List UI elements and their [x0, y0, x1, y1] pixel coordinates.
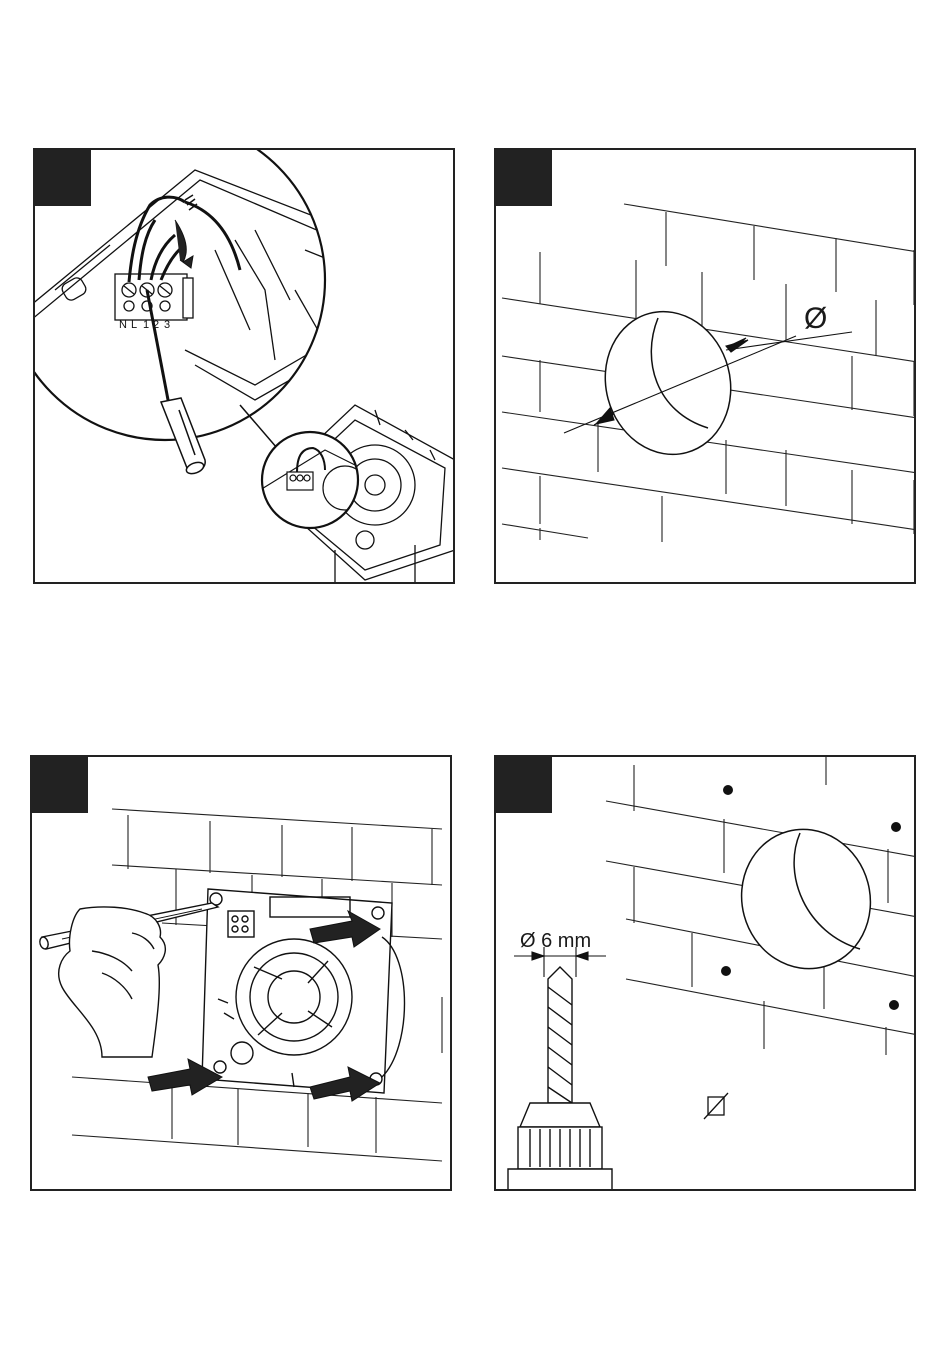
terminal-label: 3	[164, 319, 170, 331]
panel-hole: Ø	[494, 148, 916, 584]
hand-icon	[59, 907, 166, 1057]
drill-bit-icon	[508, 967, 612, 1191]
panel-wiring: N L 1 2 3	[33, 148, 455, 584]
drilling-illustration	[496, 757, 916, 1191]
marking-illustration	[32, 757, 452, 1191]
fan-icon	[202, 889, 405, 1093]
drill-diameter-label: Ø 6 mm	[520, 931, 591, 951]
wall-plug-icon	[704, 1093, 728, 1119]
panel-marking	[30, 755, 452, 1191]
terminal-block-icon	[115, 274, 193, 320]
wiring-illustration: N L 1 2 3	[35, 150, 455, 584]
wall-hole-illustration	[496, 150, 916, 584]
panel-drilling: Ø 6 mm	[494, 755, 916, 1191]
wall-hole	[726, 815, 886, 983]
diameter-symbol: Ø	[804, 304, 827, 334]
step-number-tab	[32, 757, 88, 813]
terminal-label: 1	[143, 319, 149, 331]
terminal-label: 2	[153, 319, 159, 331]
step-number-tab	[35, 150, 91, 206]
terminal-label: L	[131, 319, 137, 331]
step-number-tab	[496, 757, 552, 813]
terminal-label: N	[119, 319, 127, 331]
wall-hole	[589, 297, 746, 468]
step-number-tab	[496, 150, 552, 206]
